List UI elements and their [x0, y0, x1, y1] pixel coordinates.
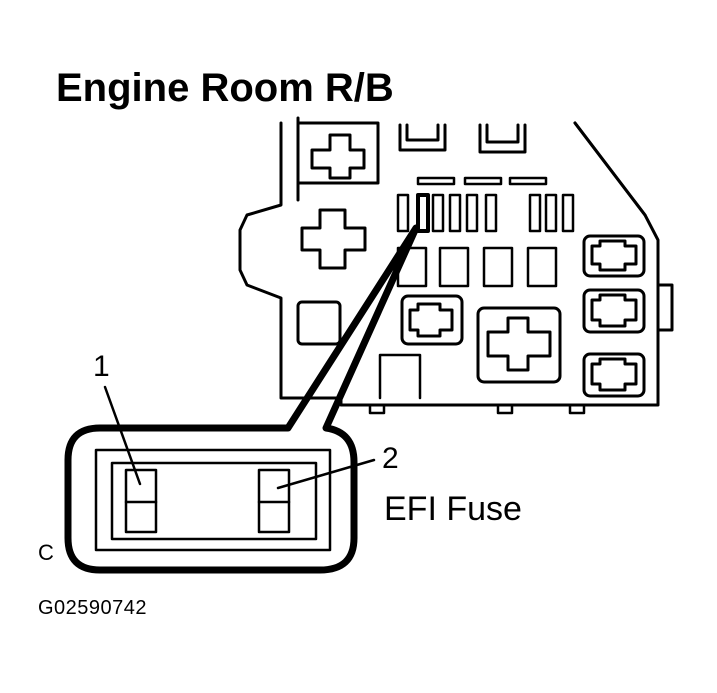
figure-id: G02590742 — [38, 597, 148, 619]
left-socket — [296, 300, 342, 346]
leader-line-2 — [276, 458, 376, 490]
top-relay-right — [478, 123, 527, 154]
bottom-tabs — [368, 403, 586, 415]
top-slots — [416, 176, 548, 186]
top-cross-connector — [296, 121, 380, 185]
view-letter: C — [38, 540, 54, 565]
efi-fuse-label: EFI Fuse — [384, 490, 522, 528]
right-relay-bottom — [582, 352, 646, 398]
callout-number-1: 1 — [93, 350, 110, 383]
center-relay — [400, 294, 464, 346]
fuse-slot-row — [396, 193, 575, 233]
right-relay-middle — [582, 288, 646, 334]
top-relay-left — [398, 123, 447, 152]
leader-line-1 — [103, 385, 142, 486]
diagram-title: Engine Room R/B — [56, 66, 394, 110]
right-relay-top — [582, 234, 646, 278]
center-cross-connector — [476, 306, 562, 384]
square-fuse-row — [396, 246, 558, 288]
left-cross-connector — [300, 208, 367, 270]
callout-number-2: 2 — [382, 442, 399, 475]
callout-magnifier — [64, 224, 420, 574]
relay-block-outline — [238, 116, 674, 407]
magnified-fuse-detail — [94, 448, 332, 552]
